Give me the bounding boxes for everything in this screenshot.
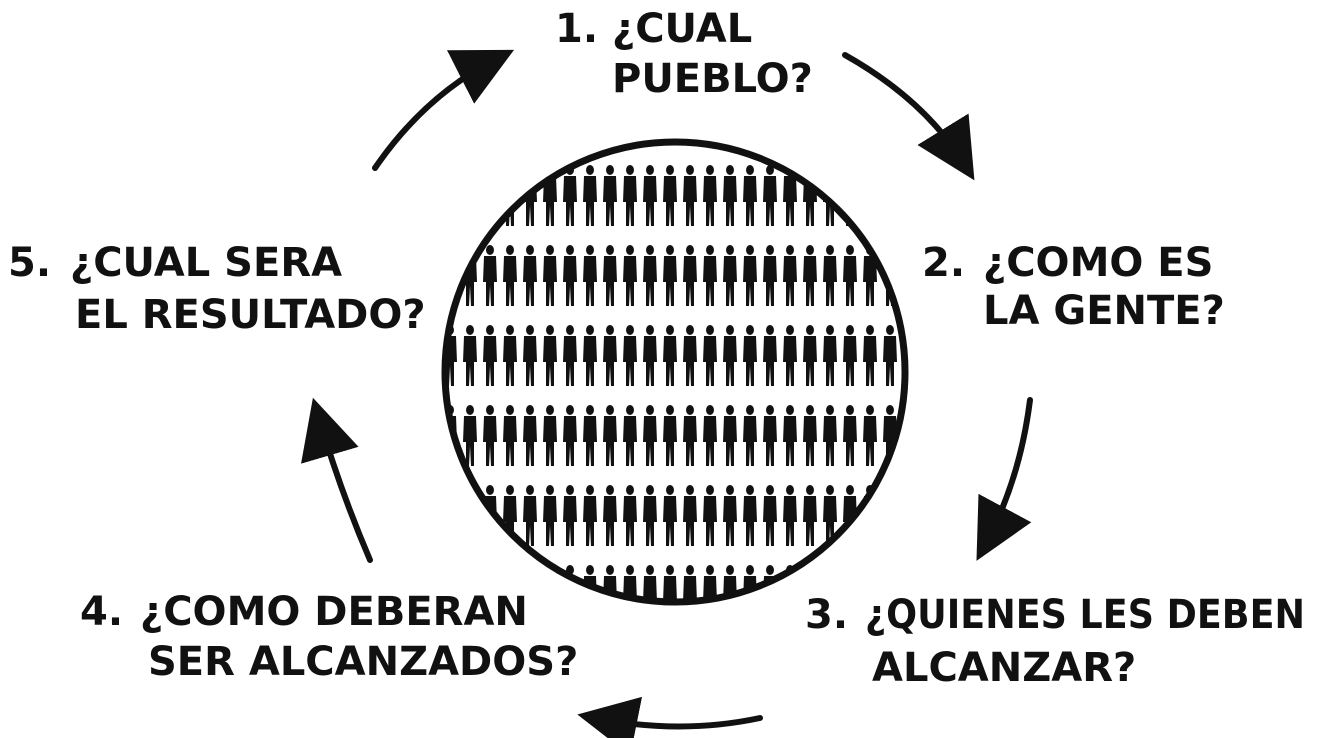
crowd-of-people-icon	[447, 148, 903, 600]
step-5-line-2: EL RESULTADO?	[75, 292, 426, 338]
step-4-line-2: SER ALCANZADOS?	[148, 639, 578, 685]
arrow-4-to-5	[301, 397, 373, 563]
arrow-3-to-4	[577, 696, 763, 738]
step-3-number: 3.	[805, 592, 848, 638]
step-5: 5. ¿CUAL SERA EL RESULTADO?	[8, 240, 426, 338]
step-3-line-2: ALCANZAR?	[872, 645, 1136, 691]
step-4-line-1: ¿COMO DEBERAN	[140, 589, 528, 635]
step-5-number: 5.	[8, 240, 51, 286]
step-2-line-2: LA GENTE?	[983, 288, 1225, 334]
step-1-line-2: PUEBLO?	[612, 56, 813, 102]
step-3-line-1: ¿QUIENES LES DEBEN	[865, 592, 1305, 638]
step-2-number: 2.	[922, 240, 965, 286]
arrow-2-to-3	[976, 397, 1033, 561]
step-3: 3. ¿QUIENES LES DEBEN ALCANZAR?	[805, 592, 1305, 691]
step-1: 1. ¿CUAL PUEBLO?	[555, 6, 813, 102]
step-2: 2. ¿COMO ES LA GENTE?	[922, 240, 1225, 334]
step-1-line-1: ¿CUAL	[612, 6, 752, 52]
step-2-line-1: ¿COMO ES	[983, 240, 1213, 286]
step-5-line-1: ¿CUAL SERA	[70, 240, 342, 286]
step-4-number: 4.	[80, 589, 123, 635]
cycle-arrows	[301, 49, 1033, 738]
arrow-1-to-2	[842, 52, 975, 181]
step-1-number: 1.	[555, 6, 598, 52]
crowd-circle	[441, 138, 909, 606]
arrow-5-to-1	[372, 49, 515, 171]
step-4: 4. ¿COMO DEBERAN SER ALCANZADOS?	[80, 589, 578, 685]
